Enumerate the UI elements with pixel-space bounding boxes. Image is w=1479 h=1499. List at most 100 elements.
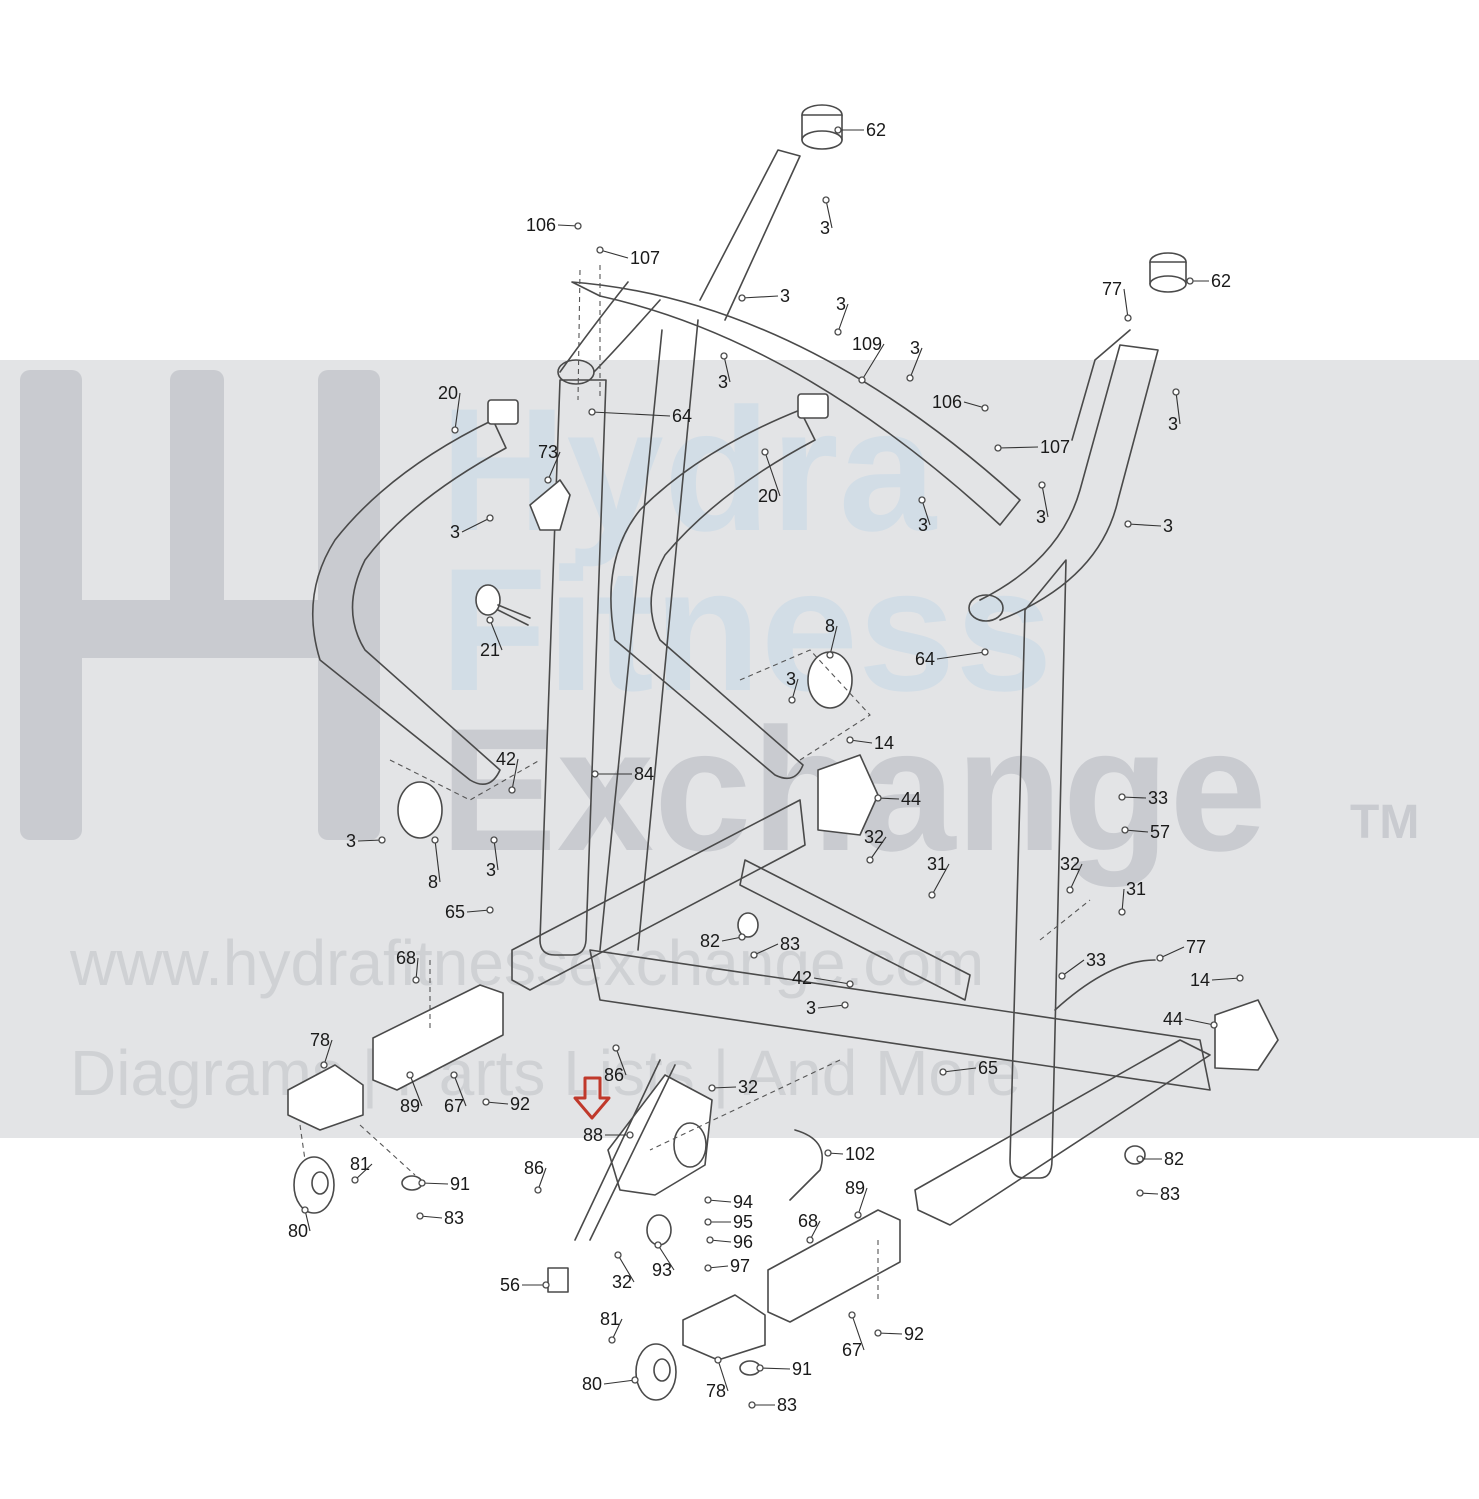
- leader-line: [603, 1379, 636, 1385]
- callout-3g: 3: [1036, 481, 1049, 527]
- callout-3k: 3: [786, 669, 799, 704]
- leader-line: [942, 1067, 977, 1073]
- callout-32a: 32: [864, 827, 887, 864]
- leader-line: [861, 343, 885, 381]
- left-handrail-bracket: [487, 399, 519, 425]
- leader-line: [434, 839, 441, 883]
- callout-33b: 33: [1058, 950, 1106, 980]
- assembly-line-10: [299, 1124, 306, 1161]
- part-number-label: 88: [583, 1125, 603, 1145]
- callout-14b: 14: [1190, 970, 1244, 990]
- part-number-label: 32: [738, 1077, 758, 1097]
- fastener-icon: [654, 1241, 662, 1249]
- callout-77a: 77: [1102, 279, 1132, 322]
- callout-82a: 82: [700, 931, 746, 951]
- part-number-label: 20: [758, 486, 778, 506]
- leader-line: [547, 451, 561, 481]
- leader-line: [485, 1101, 509, 1105]
- fastener-icon: [1172, 388, 1180, 396]
- leader-line: [829, 625, 838, 656]
- fastener-icon: [626, 1131, 634, 1139]
- part-number-label: 3: [1036, 507, 1046, 527]
- right-handrail: [610, 409, 816, 780]
- callout-102: 102: [824, 1144, 875, 1164]
- center-upright: [699, 149, 801, 321]
- callout-80b: 80: [582, 1374, 639, 1394]
- leader-line: [1121, 796, 1147, 799]
- fastener-icon: [596, 246, 604, 254]
- part-number-label: 3: [806, 998, 816, 1018]
- callout-3j: 3: [450, 514, 494, 542]
- knob-21: [475, 584, 531, 626]
- part-number-label: 42: [792, 968, 812, 988]
- part-number-label: 3: [820, 218, 830, 238]
- leader-line: [741, 295, 779, 299]
- callout-32b: 32: [1060, 854, 1083, 894]
- callout-84: 84: [591, 764, 654, 784]
- callout-95: 95: [704, 1212, 753, 1232]
- part-number-label: 68: [396, 948, 416, 968]
- right-tube-end: [968, 594, 1004, 622]
- part-number-label: 83: [780, 934, 800, 954]
- fastener-icon: [1124, 314, 1132, 322]
- part-number-label: 86: [604, 1065, 624, 1085]
- wire-harness-77: [1054, 959, 1156, 1011]
- fastener-icon: [1118, 908, 1126, 916]
- right-handlebar-grip: [1071, 329, 1131, 441]
- callout-42a: 42: [496, 749, 519, 794]
- watermark-brand-line2: Fitness: [440, 533, 1053, 728]
- fastener-icon: [450, 1071, 458, 1079]
- fastener-icon: [704, 1218, 712, 1226]
- part-number-label: 73: [538, 442, 558, 462]
- fastener-icon: [981, 404, 989, 412]
- leader-line: [599, 249, 629, 259]
- part-number-label: 68: [798, 1211, 818, 1231]
- callout-3i: 3: [1124, 516, 1173, 536]
- callout-83b: 83: [1136, 1184, 1180, 1204]
- fastener-icon: [761, 448, 769, 456]
- right-upright: [1009, 559, 1067, 1179]
- clip-8-left: [397, 781, 443, 839]
- leader-line: [997, 446, 1039, 449]
- fastener-icon: [416, 1212, 424, 1220]
- fastener-icon: [542, 1281, 550, 1289]
- leader-line: [1184, 1018, 1215, 1026]
- fastener-icon: [788, 696, 796, 704]
- fastener-icon: [301, 1206, 309, 1214]
- fastener-icon: [1156, 954, 1164, 962]
- leader-line: [454, 392, 461, 431]
- fastener-icon: [1236, 974, 1244, 982]
- leader-line: [537, 1167, 547, 1191]
- leader-line: [1159, 946, 1185, 959]
- callout-64a: 64: [588, 406, 692, 426]
- part-number-label: 3: [1163, 516, 1173, 536]
- assembly-line-4: [739, 649, 871, 761]
- callout-32d: 32: [612, 1251, 635, 1292]
- fastener-icon: [874, 794, 882, 802]
- fastener-icon: [748, 1401, 756, 1409]
- part-number-label: 83: [444, 1208, 464, 1228]
- fastener-icon: [1136, 1189, 1144, 1197]
- part-number-label: 89: [400, 1096, 420, 1116]
- fastener-icon: [738, 294, 746, 302]
- leader-line: [711, 1086, 737, 1089]
- leader-line: [707, 1199, 732, 1203]
- callout-62b: 62: [1186, 271, 1231, 291]
- leader-line: [1123, 288, 1129, 319]
- part-number-label: 62: [866, 120, 886, 140]
- callout-80a: 80: [288, 1206, 311, 1241]
- part-number-label: 21: [480, 640, 500, 660]
- part-number-label: 3: [346, 831, 356, 851]
- callout-86a: 86: [604, 1044, 627, 1085]
- fastener-icon: [1210, 1021, 1218, 1029]
- fastener-icon: [588, 408, 596, 416]
- callout-21: 21: [480, 616, 503, 660]
- part-number-label: 77: [1186, 937, 1206, 957]
- fastener-icon: [738, 933, 746, 941]
- callout-91a: 91: [418, 1174, 470, 1194]
- callout-64b: 64: [915, 648, 989, 669]
- fastener-icon: [928, 891, 936, 899]
- part-number-label: 65: [445, 902, 465, 922]
- watermark-tagline: Diagrams | Parts Lists | And More: [70, 1037, 1021, 1109]
- part-number-label: 44: [901, 789, 921, 809]
